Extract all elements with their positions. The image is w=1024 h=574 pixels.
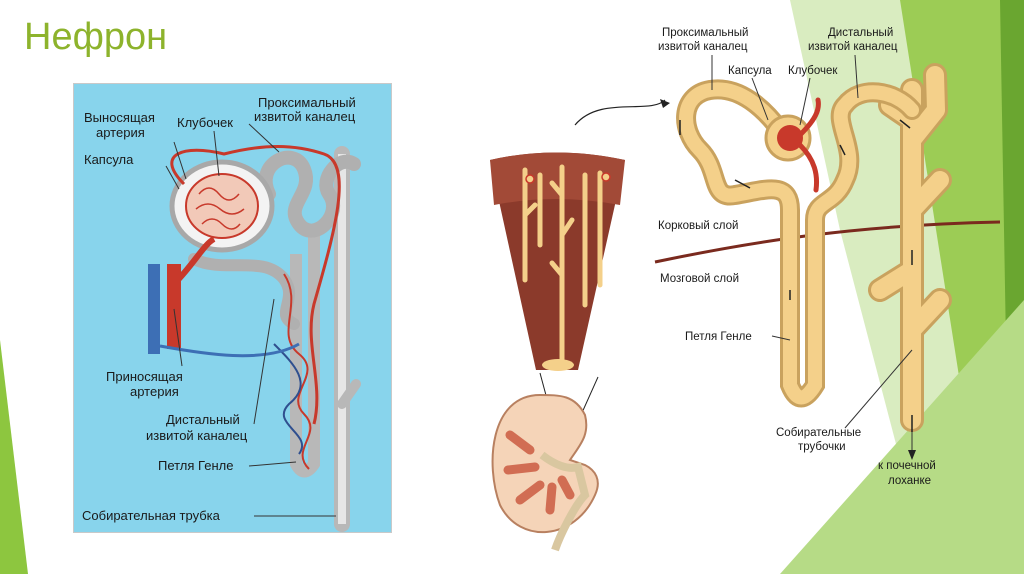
glomerulus-capillaries (195, 187, 245, 230)
right-label-proximal-2: извитой каналец (658, 41, 748, 53)
pointer-arrowhead (660, 99, 670, 108)
label-efferent-1: Выносящая (84, 110, 155, 125)
right-label-medulla: Мозговой слой (660, 273, 739, 285)
kidney-section-diagram (490, 99, 670, 552)
kidney-pyramids (503, 430, 575, 515)
right-label-collecting-2: трубочки (798, 441, 846, 453)
right-label-collecting-1: Собирательные (776, 427, 861, 439)
label-henle: Петля Генле (158, 458, 233, 473)
proximal-tubule (258, 150, 361, 238)
right-label-proximal-1: Проксимальный (662, 27, 748, 39)
glomerulus (185, 173, 259, 239)
peritubular-capillaries (283, 273, 312, 470)
venous-connection (159, 342, 300, 358)
label-proximal-2: извитой каналец (254, 109, 356, 124)
venous-capillaries (273, 343, 303, 455)
nephron-tubule (679, 82, 919, 405)
label-capsule: Капсула (84, 152, 134, 167)
flow-arrows (679, 119, 913, 432)
pointer-arrow-line (574, 99, 666, 126)
collecting-branch (337, 379, 361, 409)
label-afferent-2: артерия (130, 384, 179, 399)
right-label-capsule: Капсула (728, 65, 772, 77)
loop-of-henle (290, 234, 320, 478)
right-label-distal-1: Дистальный (828, 27, 893, 39)
label-distal-1: Дистальный (166, 412, 240, 427)
label-distal-2: извитой каналец (146, 428, 248, 443)
left-green-wedge (0, 340, 28, 574)
right-nephron-diagram: Проксимальный извитой каналец Дистальный… (654, 27, 1001, 487)
right-leader-lines (711, 54, 913, 455)
collecting-ducts (871, 66, 949, 429)
left-nephron-panel: Выносящая артерия Клубочек Проксимальный… (73, 83, 392, 533)
right-label-distal-2: извитой каналец (808, 41, 898, 53)
distal-tubule (188, 253, 300, 330)
right-green-lower (780, 300, 1024, 574)
right-label-pelvis-2: лоханке (888, 475, 931, 487)
right-label-pelvis-1: к почечной (878, 460, 936, 472)
kidney-outline (491, 393, 599, 534)
label-collecting: Собирательная трубка (82, 508, 221, 523)
right-label-cortex: Корковый слой (658, 220, 738, 232)
efferent-artery (170, 145, 341, 425)
label-proximal-1: Проксимальный (258, 95, 356, 110)
pelvis-arrowhead (908, 450, 916, 460)
right-arterioles (797, 97, 821, 193)
left-leader-lines (165, 123, 336, 517)
afferent-artery (171, 236, 216, 287)
pyramid-glomerulus-1 (525, 174, 535, 184)
renal-pelvis-ureter (539, 451, 590, 552)
right-label-glomerulus: Клубочек (788, 65, 838, 77)
label-efferent-2: артерия (96, 125, 145, 140)
pyramid-glomerulus-2 (601, 172, 611, 182)
slide-title: Нефрон (24, 16, 168, 58)
pyramid-papilla (542, 359, 574, 371)
label-glomerulus: Клубочек (177, 115, 233, 130)
pyramid-tubules (522, 164, 603, 368)
label-afferent-1: Приносящая (106, 369, 183, 384)
right-glomerulus (777, 125, 803, 151)
right-label-henle: Петля Генле (685, 331, 752, 343)
left-nephron-diagram: Выносящая артерия Клубочек Проксимальный… (82, 95, 361, 532)
